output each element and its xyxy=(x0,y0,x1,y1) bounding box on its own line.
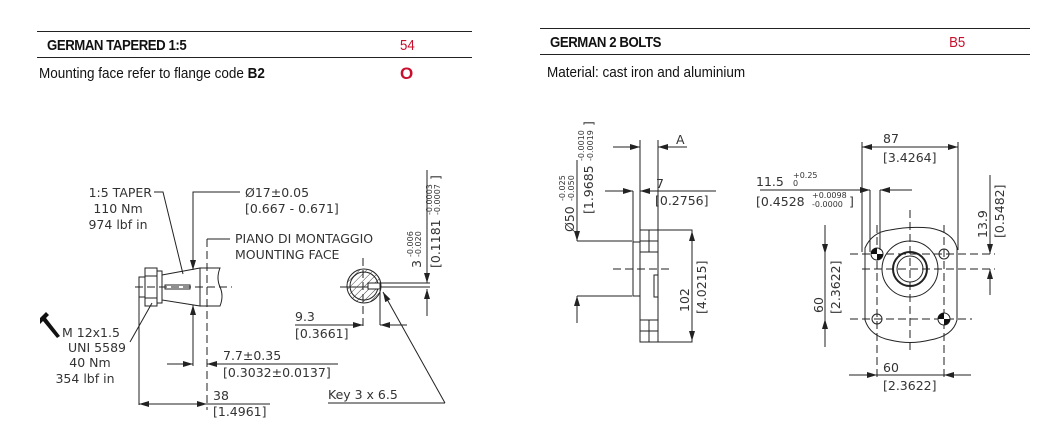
taper-label: 1:5 TAPER xyxy=(89,185,153,200)
dim-13-9-label: 13.9 xyxy=(975,210,990,238)
flange-code: B2 xyxy=(247,65,265,82)
key-width-upper-tol: -0.006 xyxy=(406,231,415,257)
section-title: GERMAN TAPERED 1:5 xyxy=(47,37,187,54)
flange-side-view xyxy=(613,229,693,343)
dim-a-label: A xyxy=(676,132,685,147)
dim-102-inch-label: [4.0215] xyxy=(694,261,709,315)
wrench-icon xyxy=(40,312,60,338)
dim-7-inch-label: [0.2756] xyxy=(655,193,709,208)
dimension-9-3: 9.3 [0.3661] xyxy=(295,290,407,341)
section-subtitle: Material: cast iron and aluminium xyxy=(547,64,746,81)
dim-9-3-inch-label: [0.3661] xyxy=(295,326,349,341)
mounting-face-label-en: MOUNTING FACE xyxy=(235,247,340,262)
dim-7-7-label: 7.7±0.35 xyxy=(223,348,281,363)
diameter-inch-label: [0.667 - 0.671] xyxy=(245,201,339,216)
nut-torque-lbf: 354 lbf in xyxy=(55,371,114,386)
dim-11-5-lower-tol: 0 xyxy=(793,179,798,188)
dim-11-5-inch-label: [0.4528 xyxy=(756,194,805,209)
shaft-cross-section xyxy=(340,258,430,328)
flange-front-view xyxy=(850,210,995,380)
dim-11-5-label: 11.5 xyxy=(756,174,784,189)
taper-torque-lbf: 974 lbf in xyxy=(88,217,147,232)
dim-38-inch-label: [1.4961] xyxy=(213,404,267,419)
mounting-face-label-it: PIANO DI MONTAGGIO xyxy=(235,231,373,246)
dimension-7: 7 [0.2756] xyxy=(605,176,716,242)
dim-7-7-inch-label: [0.3032±0.0137] xyxy=(223,365,331,380)
dimension-60-horizontal: 60 [2.3622] xyxy=(849,360,971,393)
subtitle-text: Mounting face refer to flange code xyxy=(39,65,248,82)
section-code: B5 xyxy=(949,34,966,51)
key-width-dimension: 3 -0.006 -0.020 [0.1181 -0.0003 -0.0007 … xyxy=(406,170,443,316)
nut-torque-nm: 40 Nm xyxy=(69,355,110,370)
dim-13-9-inch-label: [0.5482] xyxy=(992,185,1007,239)
dim-11-5-upper-tol: +0.25 xyxy=(793,171,818,180)
bracket: ] xyxy=(428,175,443,180)
section-code: 54 xyxy=(400,37,415,54)
bracket: ] xyxy=(581,121,596,126)
nut-standard: UNI 5589 xyxy=(68,340,126,355)
diameter-17-dimension: Ø17±0.05 [0.667 - 0.671] xyxy=(190,185,339,366)
key-callout: Key 3 x 6.5 xyxy=(328,291,446,404)
dim-102-label: 102 xyxy=(677,288,692,312)
dim-87-label: 87 xyxy=(883,131,899,146)
dia50-inch-lower-tol: -0.0019 xyxy=(586,130,595,161)
bracket: ] xyxy=(849,194,854,209)
dimension-60-vertical: 60 [2.3622] xyxy=(811,225,843,347)
dim-87-inch-label: [3.4264] xyxy=(883,150,937,165)
dim-60v-label: 60 xyxy=(811,297,826,313)
dimension-11-5: 11.5 +0.25 0 [0.4528 +0.0098 -0.0000 ] xyxy=(756,171,912,252)
key-width-lower-tol: -0.020 xyxy=(414,231,423,257)
section-title: GERMAN 2 BOLTS xyxy=(550,34,661,51)
dia50-upper-tol: -0.025 xyxy=(558,175,567,201)
taper-torque-nm: 110 Nm xyxy=(93,201,142,216)
nut-thread: M 12x1.5 xyxy=(62,325,120,340)
dim-60v-inch-label: [2.3622] xyxy=(828,261,843,315)
dia50-lower-tol: -0.050 xyxy=(567,175,576,201)
taper-callout: 1:5 TAPER 110 Nm 974 lbf in xyxy=(88,185,184,275)
dim-11-5-inch-upper-tol: +0.0098 xyxy=(812,191,847,200)
key-width-inch-label: [0.1181 xyxy=(428,219,443,268)
key-width-inch-upper-tol: -0.0003 xyxy=(425,184,434,215)
dim-9-3-label: 9.3 xyxy=(295,309,315,324)
dimension-a: A xyxy=(613,132,687,230)
key-label: Key 3 x 6.5 xyxy=(328,387,398,402)
section-subtitle: Mounting face refer to flange code B2 xyxy=(39,65,265,82)
key-width-label: 3 xyxy=(409,260,424,268)
dia50-inch-upper-tol: -0.0010 xyxy=(577,130,586,161)
dim-11-5-inch-lower-tol: -0.0000 xyxy=(812,200,843,209)
mounting-face-callout: PIANO DI MONTAGGIO MOUNTING FACE xyxy=(206,231,373,410)
dim-38-label: 38 xyxy=(213,388,229,403)
dimension-102: 102 [4.0215] xyxy=(677,231,709,341)
dimension-13-9: 13.9 [0.5482] xyxy=(975,175,1007,295)
dim-7-label: 7 xyxy=(656,176,664,191)
section-header-german-tapered: GERMAN TAPERED 1:5 54 xyxy=(37,31,472,58)
dimension-7-7: 7.7±0.35 [0.3032±0.0137] xyxy=(167,348,338,380)
nut-callout: M 12x1.5 UNI 5589 40 Nm 354 lbf in xyxy=(40,302,153,386)
diameter-50-dimension: Ø50 -0.025 -0.050 [1.9685 -0.0010 -0.001… xyxy=(558,121,632,323)
key-width-inch-lower-tol: -0.0007 xyxy=(433,184,442,215)
diameter-label: Ø17±0.05 xyxy=(245,185,309,200)
dimension-38: 38 [1.4961] xyxy=(139,388,270,419)
dia50-label: Ø50 xyxy=(562,206,577,232)
dim-60h-label: 60 xyxy=(883,360,899,375)
tapered-shaft-side-view xyxy=(135,267,232,405)
dim-60h-inch-label: [2.3622] xyxy=(883,378,937,393)
section-header-german-2-bolts: GERMAN 2 BOLTS B5 xyxy=(540,28,1030,55)
marker-circle: O xyxy=(400,64,414,83)
dimension-87: 87 [3.4264] xyxy=(861,131,959,252)
dia50-inch-label: [1.9685 xyxy=(581,165,596,214)
